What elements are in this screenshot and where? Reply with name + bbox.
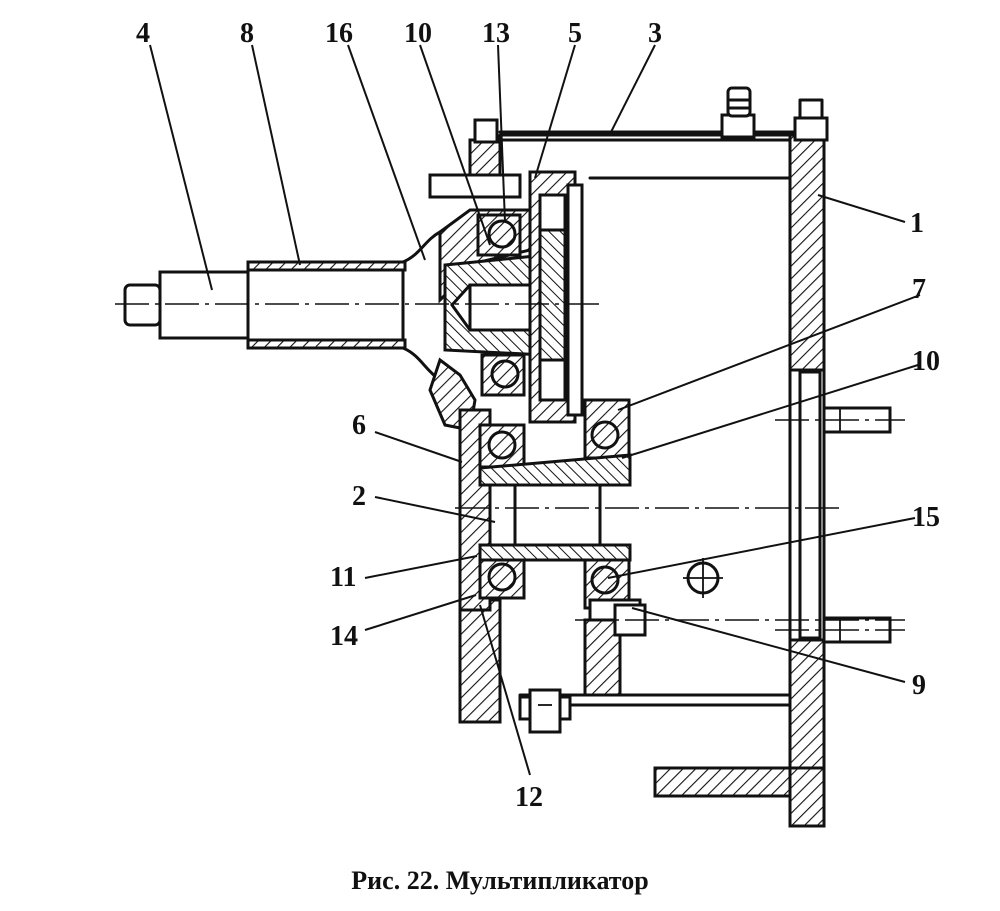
housing-cover <box>488 86 802 180</box>
callout-8: 8 <box>240 18 254 49</box>
callout-11: 11 <box>330 562 356 593</box>
callout-16: 16 <box>325 18 353 49</box>
input-shaft <box>123 230 442 382</box>
center-lines <box>115 303 905 631</box>
upper-bearing-assembly <box>428 118 584 432</box>
callout-14: 14 <box>330 621 358 652</box>
output-gear-assembly <box>458 398 647 637</box>
callout-13: 13 <box>482 18 510 49</box>
callout-10-top: 10 <box>404 18 432 49</box>
callout-labels: 4 8 16 10 13 5 3 1 7 10 6 2 15 11 14 9 1… <box>136 18 940 813</box>
callout-2: 2 <box>352 481 366 512</box>
callout-4: 4 <box>136 18 150 49</box>
callout-6: 6 <box>352 410 366 441</box>
callout-7: 7 <box>912 274 926 305</box>
callout-9: 9 <box>912 670 926 701</box>
callout-3: 3 <box>648 18 662 49</box>
callout-1: 1 <box>910 208 924 239</box>
callout-10-right: 10 <box>912 346 940 377</box>
lower-housing <box>458 558 792 734</box>
callout-12: 12 <box>515 782 543 813</box>
flange-plate <box>788 98 892 827</box>
callout-5: 5 <box>568 18 582 49</box>
mounting-bracket <box>653 766 826 828</box>
figure-caption: Рис. 22. Мультипликатор <box>351 866 649 895</box>
callout-15: 15 <box>912 502 940 533</box>
multiplier-assembly-drawing: 4 8 16 10 13 5 3 1 7 10 6 2 15 11 14 9 1… <box>115 18 940 828</box>
leader-lines <box>149 44 921 776</box>
